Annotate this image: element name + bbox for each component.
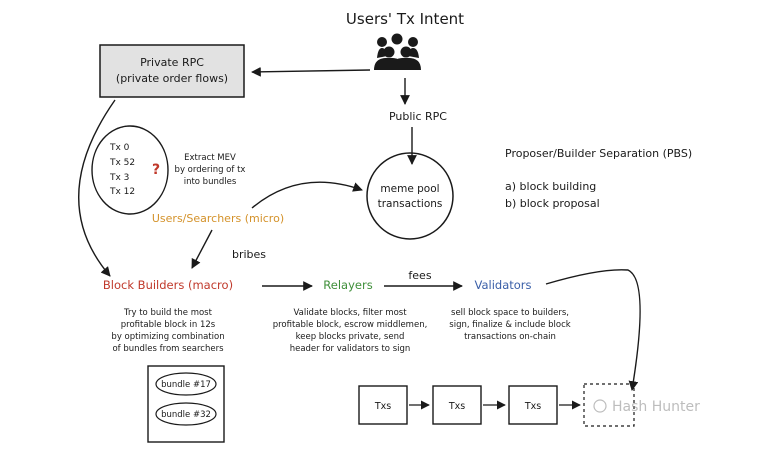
tx-list-item: Tx 12 xyxy=(109,187,135,197)
bundles-box xyxy=(147,365,225,443)
txs-block xyxy=(432,385,482,425)
txs-block-label: Txs xyxy=(374,401,391,412)
arrow-private-rpc-to-builders xyxy=(78,99,116,277)
bundle-oval xyxy=(155,402,217,426)
relayers-desc: header for validators to sign xyxy=(290,344,411,354)
watermark: Hash Hunter xyxy=(593,399,700,415)
relayers-desc: profitable block, escrow middlemen, xyxy=(273,320,428,330)
bundle-label: bundle #32 xyxy=(161,410,211,420)
next-block-placeholder xyxy=(583,383,635,427)
extract-mev-line: into bundles xyxy=(184,177,237,187)
users-crowd-icon xyxy=(374,33,421,70)
block-builders-desc: Try to build the most xyxy=(123,308,213,318)
bundle-label: bundle #17 xyxy=(161,380,211,390)
mempool-circle xyxy=(366,152,454,240)
extract-mev-line: by ordering of tx xyxy=(175,165,246,175)
bundle-oval xyxy=(155,372,217,396)
mempool-label-line1: meme pool xyxy=(380,183,439,195)
block-builders-desc: profitable block in 12s xyxy=(121,320,216,330)
searchers-label: Users/Searchers (micro) xyxy=(152,212,284,225)
txs-block xyxy=(508,385,558,425)
private-rpc-box xyxy=(99,44,245,98)
validators-desc: sell block space to builders, xyxy=(451,308,569,318)
mempool-label-line2: transactions xyxy=(378,198,443,210)
fees-label: fees xyxy=(408,269,431,282)
tx-list-blob xyxy=(91,125,169,215)
txs-block-label: Txs xyxy=(448,401,465,412)
txs-block-label: Txs xyxy=(524,401,541,412)
arrow-users-to-private-rpc xyxy=(251,66,371,77)
relayers-label: Relayers xyxy=(323,278,372,292)
extract-mev-line: Extract MEV xyxy=(184,153,236,163)
validators-desc: sign, finalize & include block xyxy=(449,320,571,330)
public-rpc-label: Public RPC xyxy=(389,110,447,123)
private-rpc-sublabel: (private order flows) xyxy=(116,72,228,85)
bribes-label: bribes xyxy=(232,248,266,261)
pbs-title: Proposer/Builder Separation (PBS) xyxy=(505,147,692,160)
block-builders-desc: by optimizing combination xyxy=(111,332,224,342)
tx-list-item: Tx 52 xyxy=(109,158,135,168)
txs-block xyxy=(358,385,408,425)
arrow-searchers-to-builders xyxy=(191,229,213,269)
tx-list-item: Tx 3 xyxy=(109,173,129,183)
question-mark: ? xyxy=(152,162,160,178)
validators-label: Validators xyxy=(474,278,531,292)
watermark-text: Hash Hunter xyxy=(612,399,700,415)
diagram-title: Users' Tx Intent xyxy=(346,10,464,28)
block-builders-label: Block Builders (macro) xyxy=(103,278,233,292)
arrow-searchers-to-mempool xyxy=(251,181,363,209)
validators-desc: transactions on-chain xyxy=(464,332,556,342)
arrow-validators-to-chain xyxy=(545,269,641,391)
relayers-desc: keep blocks private, send xyxy=(296,332,405,342)
pbs-item: a) block building xyxy=(505,180,596,193)
pbs-item: b) block proposal xyxy=(505,197,600,210)
watermark-logo-icon xyxy=(593,399,607,413)
private-rpc-label: Private RPC xyxy=(140,56,204,69)
tx-list-item: Tx 0 xyxy=(109,143,130,153)
relayers-desc: Validate blocks, filter most xyxy=(293,308,407,318)
block-builders-desc: of bundles from searchers xyxy=(112,344,224,354)
